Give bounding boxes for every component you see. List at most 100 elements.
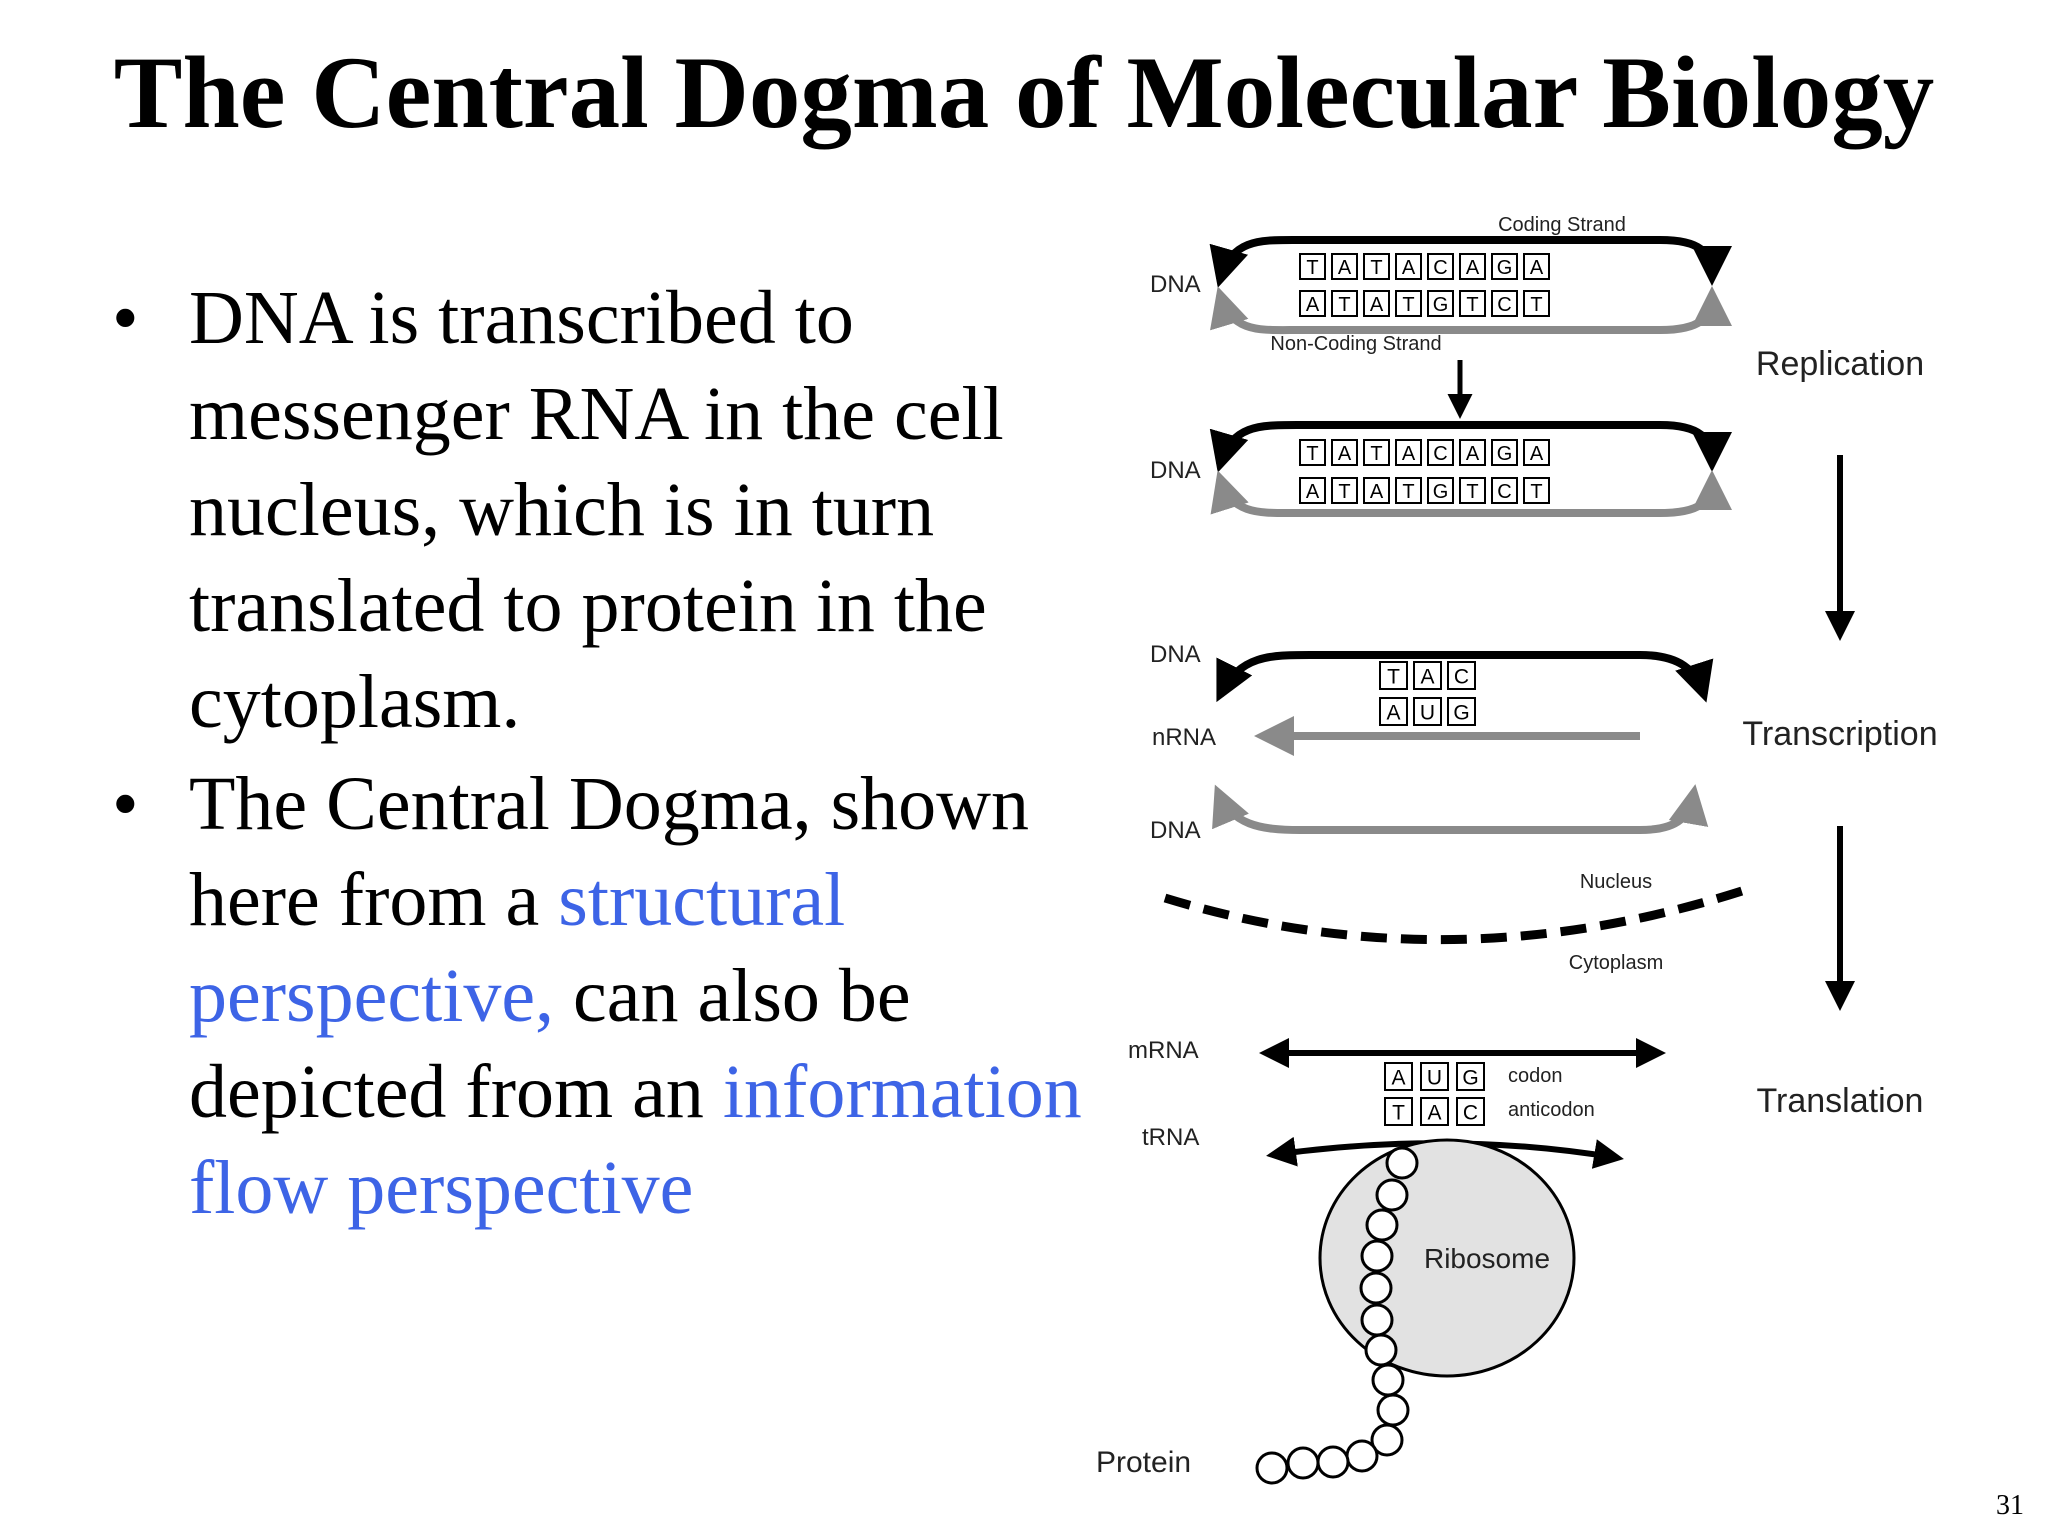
dna-label: DNA [1150,641,1201,668]
base-letter: T [1338,481,1350,503]
bullet-text: can also be depicted from an [189,954,911,1134]
base-box [1395,253,1422,280]
base-letter: C [1497,294,1511,316]
base-letter: T [1370,443,1382,465]
codon-label: codon [1508,1065,1563,1087]
base-box [1427,439,1454,466]
base-box [1523,439,1550,466]
base-box [1427,290,1454,317]
base-letter: G [1497,443,1513,465]
base-letter: A [1386,702,1400,725]
amino-acid-bead [1385,1146,1419,1180]
amino-acid-bead [1345,1439,1379,1473]
amino-acid-bead [1376,1393,1410,1427]
base-letter: A [1306,481,1320,503]
coding-strand-arrow [1209,235,1732,288]
base-box [1299,253,1326,280]
base-letter: A [1338,443,1352,465]
base-letter: T [1306,443,1318,465]
anticodon-label: anticodon [1508,1099,1595,1121]
base-letter: T [1402,294,1414,316]
base-box [1413,661,1442,690]
cytoplasm-label: Cytoplasm [1569,952,1663,974]
base-box [1427,253,1454,280]
base-box [1299,439,1326,466]
non-coding-strand-arrow [1210,470,1732,518]
dna-complement-arrow [1212,784,1709,834]
base-box [1491,439,1518,466]
amino-acid-bead [1255,1451,1289,1485]
base-box [1363,253,1390,280]
base-box [1299,477,1326,504]
stage-transcription: Transcription [1742,715,1937,753]
bullet-marker: • [112,276,139,360]
base-box [1331,253,1358,280]
base-letter: U [1420,702,1435,725]
base-letter: A [1338,257,1352,279]
base-box [1523,290,1550,317]
protein-chain [1255,1146,1419,1485]
base-letter: A [1530,443,1544,465]
base-box [1523,477,1550,504]
page-number: 31 [1996,1490,2024,1521]
base-letter: A [1420,666,1434,689]
base-letter: T [1306,257,1318,279]
highlight-information-flow-perspective: information flow perspective [189,1050,1082,1230]
base-box [1491,290,1518,317]
base-box [1459,439,1486,466]
base-box [1379,697,1408,726]
base-letter: A [1402,257,1416,279]
amino-acid-bead [1316,1445,1350,1479]
dna-label: DNA [1150,457,1201,484]
base-box [1427,477,1454,504]
amino-acid-bead [1375,1178,1409,1212]
base-box [1491,253,1518,280]
amino-acid-bead [1364,1333,1398,1367]
base-letter: C [1497,481,1511,503]
base-letter: C [1454,666,1469,689]
stage-replication: Replication [1756,345,1924,383]
base-letter: A [1530,257,1544,279]
base-letter: A [1402,443,1416,465]
amino-acid-bead [1370,1423,1404,1457]
base-box [1420,1097,1449,1126]
base-box [1363,439,1390,466]
protein-label: Protein [1096,1446,1191,1479]
base-letter: A [1391,1067,1405,1090]
base-letter: A [1370,294,1384,316]
base-letter: T [1530,294,1542,316]
base-letter: A [1427,1102,1441,1125]
base-letter: T [1387,666,1400,689]
nucleus-label: Nucleus [1580,871,1652,893]
bullet-item-1: • DNA is transcribed to messenger RNA in… [112,270,1092,750]
amino-acid-bead [1360,1303,1394,1337]
base-box [1447,661,1476,690]
base-letter: C [1433,257,1447,279]
base-letter: G [1497,257,1513,279]
base-box [1413,697,1442,726]
base-letter: C [1463,1102,1478,1125]
base-box [1523,253,1550,280]
bullet-text: The Central Dogma, shown here from a [189,762,1030,942]
base-letter: T [1466,481,1478,503]
mrna-label: mRNA [1128,1037,1199,1064]
base-box [1456,1097,1485,1126]
amino-acid-bead [1360,1239,1394,1273]
amino-acid-bead [1286,1446,1320,1480]
base-box [1447,697,1476,726]
base-box [1395,477,1422,504]
base-box [1363,290,1390,317]
base-letter: T [1338,294,1350,316]
base-box [1459,477,1486,504]
base-letter: U [1427,1067,1442,1090]
base-box [1459,253,1486,280]
amino-acid-bead [1359,1271,1393,1305]
highlight-structural-perspective: structural perspective, [189,858,846,1038]
base-letter: C [1433,443,1447,465]
base-letter: G [1453,702,1469,725]
base-letter: T [1370,257,1382,279]
